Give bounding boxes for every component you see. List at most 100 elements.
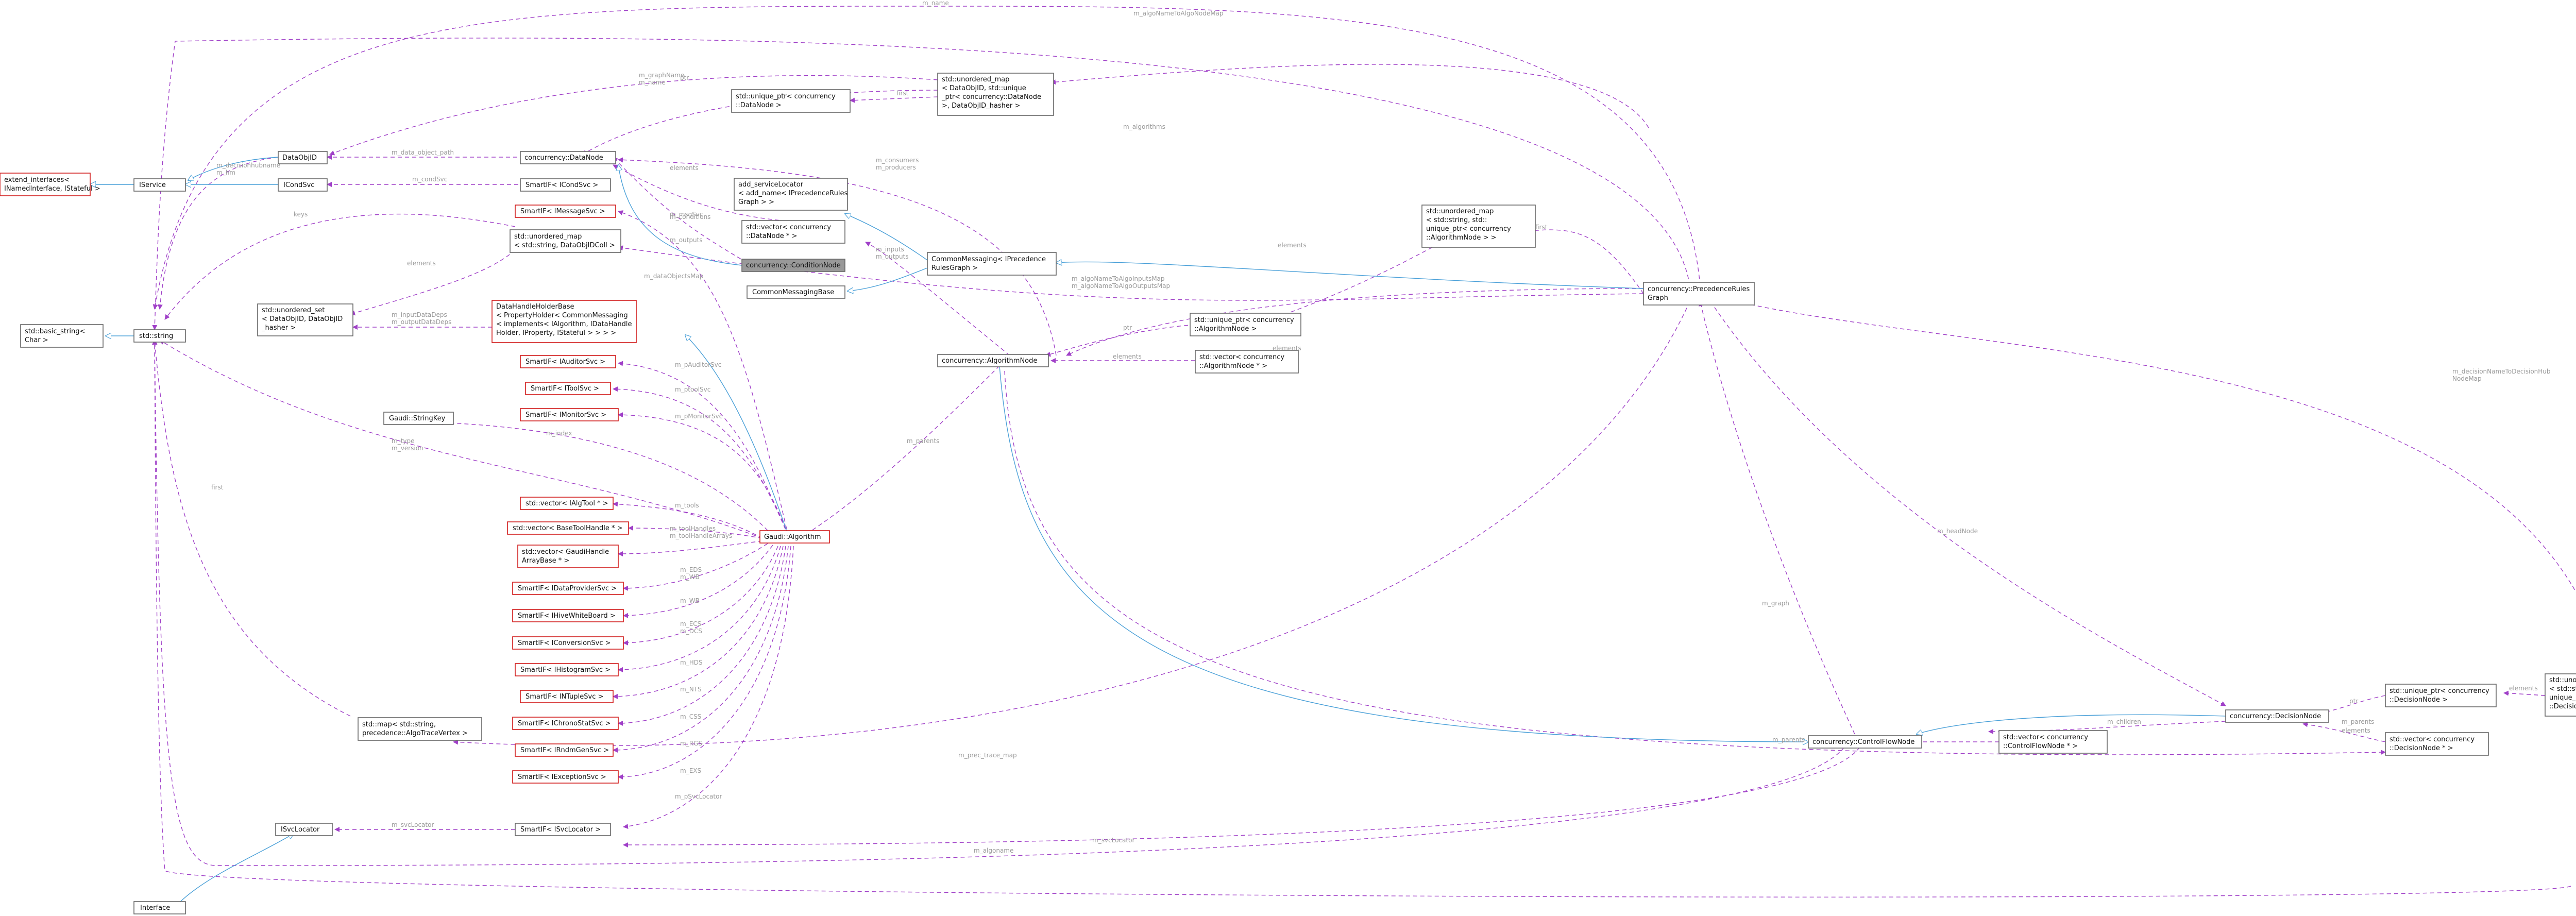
- label-line: concurrency::AlgorithmNode: [942, 357, 1037, 365]
- node-conditionnode[interactable]: concurrency::ConditionNode: [741, 259, 845, 272]
- node-smartif-iauditorsvc[interactable]: SmartIF< IAuditorSvc >: [520, 355, 616, 368]
- label-line: concurrency::ConditionNode: [746, 262, 841, 269]
- node-datanode[interactable]: concurrency::DataNode: [520, 151, 616, 164]
- label-line: _ptr< concurrency::DataNode: [941, 93, 1041, 101]
- node-datahandleholder[interactable]: DataHandleHolderBase< PropertyHolder< Co…: [492, 300, 637, 343]
- label-extend-interfaces: extend_interfaces<INamedInterface, IStat…: [4, 176, 100, 193]
- node-smartif-ichronostatsvc[interactable]: SmartIF< IChronoStatSvc >: [512, 717, 619, 730]
- node-unique-ptr-decisionnode[interactable]: std::unique_ptr< concurrency::DecisionNo…: [2385, 684, 2497, 707]
- label-line: std::unordered_map: [514, 233, 582, 241]
- node-unique-ptr-algorithmnode[interactable]: std::unique_ptr< concurrency::AlgorithmN…: [1190, 313, 1301, 336]
- edge-label-conditions: m_conditions: [670, 213, 710, 220]
- edge-label-name: m_name: [922, 0, 949, 7]
- label-line: concurrency::DecisionNode: [2230, 713, 2321, 720]
- label-unique-ptr-decisionnode: std::unique_ptr< concurrency::DecisionNo…: [2389, 687, 2489, 704]
- node-smartif-intuplesvc[interactable]: SmartIF< INTupleSvc >: [520, 690, 614, 703]
- label-line: m_consumers: [876, 157, 919, 164]
- node-vector-decisionnode[interactable]: std::vector< concurrency::DecisionNode *…: [2385, 732, 2489, 756]
- node-unordered-set-dataobjid[interactable]: std::unordered_set< DataObjID, DataObjID…: [257, 303, 353, 336]
- node-controlflownode[interactable]: concurrency::ControlFlowNode: [1808, 735, 1922, 749]
- node-interface[interactable]: Interface: [133, 901, 186, 914]
- edge-parents-alg-dec: [1004, 370, 2386, 755]
- node-smartif-imessagesvc[interactable]: SmartIF< IMessageSvc >: [515, 205, 616, 218]
- label-line: RulesGraph >: [931, 264, 978, 272]
- node-vector-controlflownode[interactable]: std::vector< concurrency::ControlFlowNod…: [1998, 730, 2108, 754]
- label-line: elements: [1278, 242, 1307, 249]
- label-unordered-set-dataobjid: std::unordered_set< DataObjID, DataObjID…: [261, 307, 343, 332]
- label-vector-algorithmnode: std::vector< concurrency::AlgorithmNode …: [1199, 353, 1284, 370]
- node-map-string-dataobjidcoll[interactable]: std::unordered_map< std::string, DataObj…: [510, 229, 621, 253]
- node-map-string-decisionnode[interactable]: std::unordered_map< std::string, std::un…: [2545, 673, 2576, 717]
- label-smartif-iconversionsvc: SmartIF< IConversionSvc >: [518, 639, 611, 647]
- label-line: Interface: [140, 904, 170, 912]
- node-dataobjid[interactable]: DataObjID: [278, 151, 328, 164]
- label-line: unique_ptr< concurrency: [2549, 694, 2576, 702]
- edge-chronostat: [618, 546, 786, 726]
- edge-name-string-bottom: [152, 340, 1845, 866]
- node-smartif-ihivewhiteboard[interactable]: SmartIF< IHiveWhiteBoard >: [512, 609, 624, 622]
- label-line: m_name: [922, 0, 949, 7]
- node-isvclocator[interactable]: ISvcLocator: [275, 823, 333, 836]
- node-smartif-isvclocator[interactable]: SmartIF< ISvcLocator >: [515, 823, 611, 836]
- node-commonmessagingbase[interactable]: CommonMessagingBase: [747, 285, 845, 299]
- node-smartif-itoolsvc[interactable]: SmartIF< IToolSvc >: [525, 382, 611, 395]
- label-line: Graph > >: [738, 198, 774, 206]
- node-smartif-iconversionsvc[interactable]: SmartIF< IConversionSvc >: [512, 636, 624, 650]
- node-algorithmnode[interactable]: concurrency::AlgorithmNode: [937, 354, 1049, 367]
- label-isvclocator: ISvcLocator: [281, 826, 320, 834]
- edge-label-whiteboard: m_WB: [680, 597, 700, 604]
- label-smartif-irndmgensvc: SmartIF< IRndmGenSvc >: [520, 747, 609, 754]
- node-extend-interfaces[interactable]: extend_interfaces<INamedInterface, IStat…: [0, 173, 100, 196]
- node-unique-ptr-datanode[interactable]: std::unique_ptr< concurrency::DataNode >: [731, 89, 851, 113]
- node-icondsvc[interactable]: ICondSvc: [278, 178, 328, 192]
- inherit-algnode-cfn: [999, 365, 1808, 742]
- label-line: < add_name< IPrecedenceRules: [738, 190, 848, 197]
- node-smartif-imonitorsvc[interactable]: SmartIF< IMonitorSvc >: [520, 408, 619, 421]
- node-smartif-ihistogramsvc[interactable]: SmartIF< IHistogramSvc >: [515, 663, 619, 676]
- label-line: ::ControlFlowNode * >: [2003, 742, 2078, 750]
- node-vector-algorithmnode[interactable]: std::vector< concurrency::AlgorithmNode …: [1195, 350, 1299, 374]
- edge-algorithm-prg: [1050, 64, 1649, 128]
- node-map-string-algorithmnode[interactable]: std::unordered_map< std::string, std::un…: [1421, 205, 1536, 248]
- label-line: elements: [2342, 727, 2370, 734]
- edge-label-elements-alg: elements: [1113, 353, 1142, 360]
- node-smartif-irndmgensvc[interactable]: SmartIF< IRndmGenSvc >: [515, 743, 614, 757]
- node-map-dataobjid-datanode[interactable]: std::unordered_map< DataObjID, std::uniq…: [937, 73, 1054, 116]
- node-vector-ialgtool[interactable]: std::vector< IAlgTool * >: [520, 497, 614, 510]
- node-add-servicelocator[interactable]: add_serviceLocator< add_name< IPrecedenc…: [734, 178, 848, 211]
- label-map-string-dataobjidcoll: std::unordered_map< std::string, DataObj…: [514, 233, 615, 249]
- node-smartif-iexceptionsvc[interactable]: SmartIF< IExceptionSvc >: [512, 770, 619, 784]
- node-std-string[interactable]: std::string: [133, 329, 186, 343]
- label-line: std::map< std::string,: [362, 721, 436, 728]
- edge-conditions: [613, 157, 748, 263]
- node-decisionnode[interactable]: concurrency::DecisionNode: [2225, 709, 2329, 723]
- node-gaudi-stringkey[interactable]: Gaudi::StringKey: [383, 412, 454, 425]
- label-line: concurrency::PrecedenceRules: [1648, 285, 1750, 293]
- label-smartif-itoolsvc: SmartIF< IToolSvc >: [531, 385, 599, 393]
- node-map-algotracevertex[interactable]: std::map< std::string,precedence::AlgoTr…: [358, 717, 482, 741]
- edge-dataprovider: [623, 543, 768, 591]
- node-iservice[interactable]: IService: [133, 178, 186, 192]
- label-line: SmartIF< IConversionSvc >: [518, 639, 611, 647]
- label-line: m_inputs: [876, 246, 904, 253]
- edge-svclocator-alg: [623, 546, 794, 829]
- label-line: m_tools: [675, 502, 699, 509]
- label-line: SmartIF< IRndmGenSvc >: [520, 747, 609, 754]
- node-vector-datanode[interactable]: std::vector< concurrency::DataNode * >: [741, 220, 845, 244]
- edge-prectrace: [453, 301, 1690, 747]
- node-smartif-icondsvc[interactable]: SmartIF< ICondSvc >: [520, 178, 611, 192]
- node-std-basic-string[interactable]: std::basic_string<Char >: [20, 324, 104, 348]
- node-gaudi-algorithm[interactable]: Gaudi::Algorithm: [759, 530, 830, 544]
- label-line: m_msgSvc: [670, 211, 703, 218]
- edge-label-excsvc: m_EXS: [680, 767, 701, 774]
- node-smartif-idataprovider[interactable]: SmartIF< IDataProviderSvc >: [512, 582, 624, 595]
- label-line: m_parents: [2342, 718, 2374, 725]
- edge-index: [437, 420, 773, 536]
- node-vector-basetoolhandle[interactable]: std::vector< BaseToolHandle * >: [507, 521, 629, 535]
- label-line: m_data_object_path: [392, 149, 454, 156]
